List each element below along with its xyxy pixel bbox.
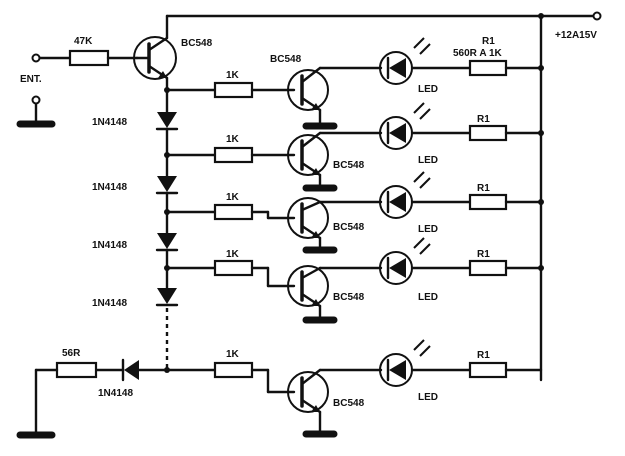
- base-resistor-2: [213, 146, 254, 164]
- input-terminal: [31, 53, 41, 63]
- driver-transistor-label: BC548: [181, 38, 213, 49]
- base-resistor-5: [213, 361, 254, 379]
- led-2-label: LED: [418, 155, 438, 166]
- stage-4: 1K BC548 LED R1: [165, 237, 544, 324]
- transistor-4: [287, 265, 329, 307]
- base-resistor-5-label: 1K: [226, 349, 240, 360]
- transistor-2-label: BC548: [333, 160, 365, 171]
- led-4-label: LED: [418, 292, 438, 303]
- diode-chain: 1N4148 1N4148 1N4148 1N4148: [92, 87, 179, 373]
- r1-2: [468, 124, 508, 142]
- led-5-label: LED: [418, 392, 438, 403]
- base-resistor-2-label: 1K: [226, 134, 240, 145]
- diode-5-label: 1N4148: [98, 388, 133, 399]
- base-resistor-3: [213, 203, 254, 221]
- stage-1: 1K BC548 LED R1 560R A 1K: [165, 36, 544, 130]
- bottom-chain: 56R 1N4148: [16, 348, 169, 439]
- base-resistor-1: [213, 81, 254, 99]
- transistor-3-label: BC548: [333, 222, 365, 233]
- transistor-2: [287, 134, 329, 176]
- base-resistor-1-label: 1K: [226, 70, 240, 81]
- r1-2-label: R1: [477, 114, 490, 125]
- diode-2: [157, 176, 177, 192]
- r1-1-label: R1: [482, 36, 495, 47]
- stage-5: 1K BC548 LED R1: [165, 339, 543, 438]
- transistor-5-label: BC548: [333, 398, 365, 409]
- driver-transistor: BC548: [133, 14, 213, 92]
- transistor-3: [287, 197, 329, 239]
- bottom-resistor: [55, 361, 98, 379]
- r1-1: [468, 59, 508, 77]
- supply-terminal: [592, 11, 602, 21]
- stage-3: 1K BC548 LED R1: [165, 171, 544, 254]
- input-resistor: [68, 49, 110, 67]
- diode-4: [157, 288, 177, 304]
- transistor-1: [287, 69, 329, 111]
- r1-4: [468, 259, 508, 277]
- input-resistor-label: 47K: [74, 36, 93, 47]
- transistor-4-label: BC548: [333, 292, 365, 303]
- base-resistor-3-label: 1K: [226, 192, 240, 203]
- input-section: 47K ENT.: [16, 36, 139, 128]
- r1-value-label: 560R A 1K: [453, 48, 503, 59]
- diode-5: [124, 360, 139, 380]
- diode-1-label: 1N4148: [92, 117, 127, 128]
- input-label: ENT.: [20, 74, 42, 85]
- led-1-label: LED: [418, 84, 438, 95]
- diode-2-label: 1N4148: [92, 182, 127, 193]
- supply-rail: +12A15V: [165, 11, 602, 382]
- transistor-5: [287, 371, 329, 413]
- base-resistor-4-label: 1K: [226, 249, 240, 260]
- r1-5: [468, 361, 508, 379]
- r1-3-label: R1: [477, 183, 490, 194]
- led-3-label: LED: [418, 224, 438, 235]
- input-ground-terminal: [31, 95, 41, 105]
- diode-3: [157, 233, 177, 249]
- r1-3: [468, 193, 508, 211]
- bottom-resistor-label: 56R: [62, 348, 81, 359]
- diode-1: [157, 112, 177, 128]
- r1-5-label: R1: [477, 350, 490, 361]
- transistor-1-label: BC548: [270, 54, 302, 65]
- diode-4-label: 1N4148: [92, 298, 127, 309]
- stage-2: 1K BC548 LED R1: [165, 102, 544, 192]
- base-resistor-4: [213, 259, 254, 277]
- diode-3-label: 1N4148: [92, 240, 127, 251]
- r1-4-label: R1: [477, 249, 490, 260]
- supply-label: +12A15V: [555, 30, 597, 41]
